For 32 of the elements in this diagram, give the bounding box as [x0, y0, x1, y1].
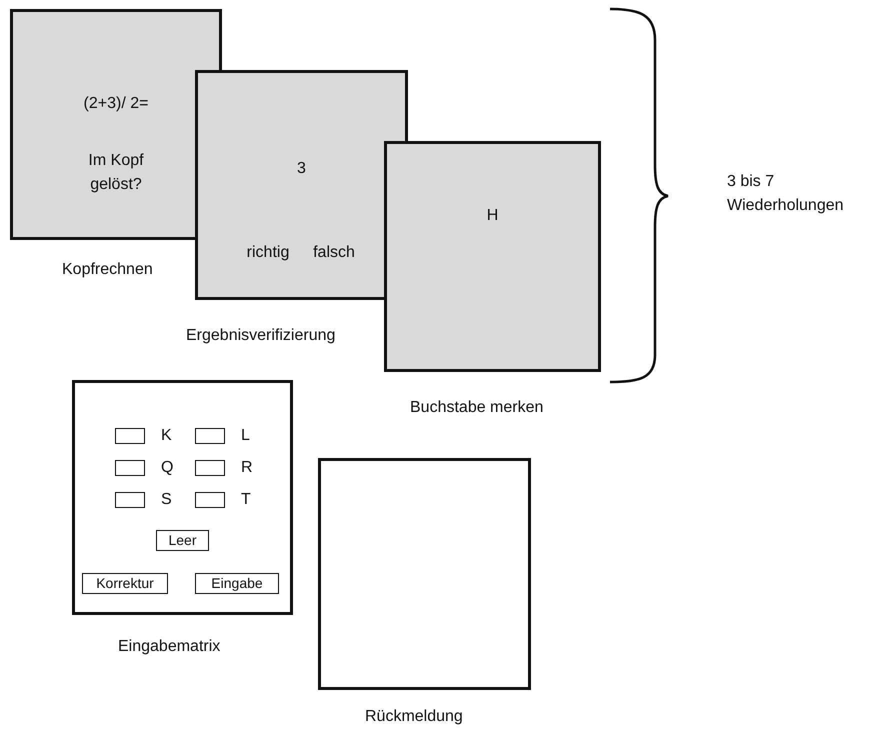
option-letter: T	[241, 490, 251, 510]
screen-panel	[72, 380, 293, 615]
screen-text: Im Kopf gelöst?	[87, 151, 145, 195]
screen-text: (2+3)/ 2=	[82, 94, 150, 114]
option-letter: K	[161, 426, 172, 446]
screen-caption: Ergebnisverifizierung	[186, 326, 336, 346]
screen-panel	[195, 70, 408, 300]
checkbox	[195, 492, 225, 508]
checkbox	[115, 460, 145, 476]
screen-panel	[318, 458, 531, 690]
button: Leer	[156, 530, 209, 551]
option-letter: L	[241, 426, 250, 446]
screen-text: 3	[296, 159, 307, 179]
checkbox	[115, 492, 145, 508]
checkbox	[195, 460, 225, 476]
screen-panel	[384, 141, 601, 372]
option-letter: R	[241, 458, 253, 478]
checkbox	[195, 428, 225, 444]
option-letter: S	[161, 490, 172, 510]
screen-text: H	[486, 206, 500, 226]
screen-caption: Eingabematrix	[118, 637, 220, 657]
repetition-note: 3 bis 7 Wiederholungen	[727, 172, 845, 216]
screen-caption: Rückmeldung	[365, 707, 463, 727]
checkbox	[115, 428, 145, 444]
button: Korrektur	[82, 573, 168, 594]
screen-text: falsch	[312, 243, 356, 263]
screen-caption: Kopfrechnen	[62, 260, 153, 280]
button: Eingabe	[195, 573, 279, 594]
screen-text: richtig	[246, 243, 290, 263]
screen-caption: Buchstabe merken	[410, 398, 544, 418]
screen-panel	[10, 9, 222, 240]
option-letter: Q	[161, 458, 174, 478]
